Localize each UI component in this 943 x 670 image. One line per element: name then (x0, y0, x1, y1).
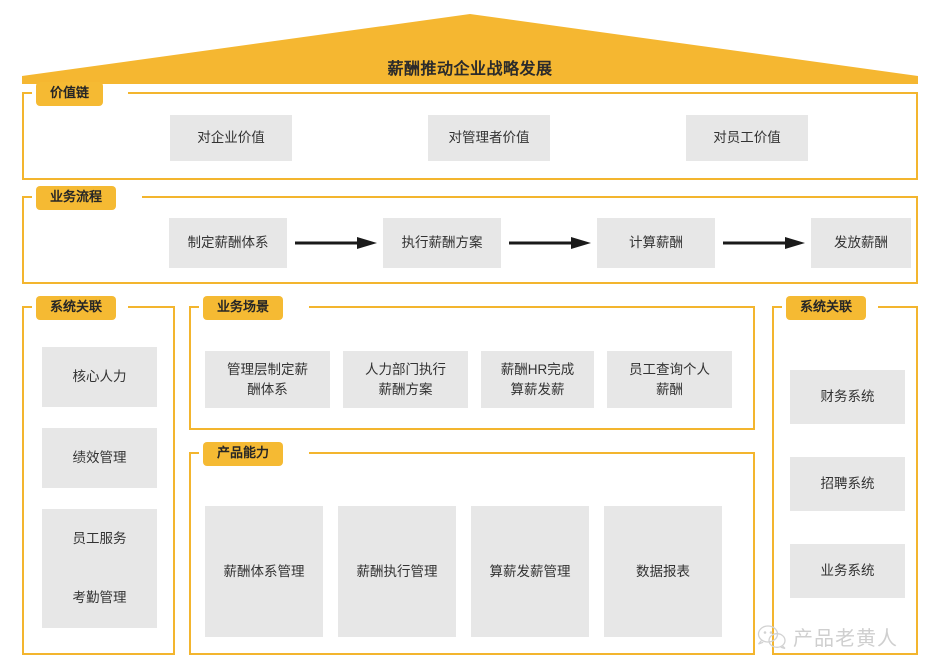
capability-item-2: 算薪发薪管理 (471, 506, 589, 637)
business-process-panel: 业务流程 制定薪酬体系 执行薪酬方案 计算薪酬 发放薪酬 (22, 186, 918, 284)
left-system-association-tab: 系统关联 (36, 296, 117, 320)
left-system-item-0: 核心人力 (42, 347, 157, 407)
watermark-text: 产品老黄人 (793, 628, 898, 650)
process-step-2: 计算薪酬 (597, 218, 715, 268)
left-system-item-3: 考勤管理 (42, 568, 157, 628)
product-capability-panel: 产品能力 薪酬体系管理 薪酬执行管理 算薪发薪管理 数据报表 (189, 442, 755, 655)
scenario-item-3: 员工查询个人 薪酬 (607, 351, 732, 408)
business-scenario-tab: 业务场景 (203, 296, 284, 320)
scenario-item-0: 管理层制定薪 酬体系 (205, 351, 330, 408)
process-arrow-0 (295, 237, 377, 249)
right-system-item-1: 招聘系统 (790, 457, 905, 511)
business-process-tab: 业务流程 (36, 186, 117, 210)
process-step-1: 执行薪酬方案 (383, 218, 501, 268)
business-scenario-panel: 业务场景 管理层制定薪 酬体系 人力部门执行 薪酬方案 薪酬HR完成 算薪发薪 … (189, 296, 755, 430)
right-system-association-tab: 系统关联 (786, 296, 867, 320)
capability-item-3: 数据报表 (604, 506, 722, 637)
product-capability-tab: 产品能力 (203, 442, 284, 466)
title-roof-banner: 薪酬推动企业战略发展 (22, 14, 918, 84)
scenario-item-2: 薪酬HR完成 算薪发薪 (481, 351, 594, 408)
process-step-3: 发放薪酬 (811, 218, 911, 268)
process-arrow-1 (509, 237, 591, 249)
value-chain-item-0: 对企业价值 (170, 115, 292, 161)
scenario-item-1: 人力部门执行 薪酬方案 (343, 351, 468, 408)
value-chain-panel: 价值链 对企业价值 对管理者价值 对员工价值 (22, 82, 918, 180)
process-arrow-2 (723, 237, 805, 249)
left-system-item-2: 员工服务 (42, 509, 157, 569)
wechat-icon (757, 624, 787, 650)
page-title: 薪酬推动企业战略发展 (387, 61, 553, 78)
value-chain-tab: 价值链 (36, 82, 104, 106)
left-system-association-panel: 系统关联 核心人力 绩效管理 员工服务 考勤管理 (22, 296, 175, 655)
watermark: 产品老黄人 (757, 622, 898, 651)
value-chain-item-1: 对管理者价值 (428, 115, 550, 161)
capability-item-1: 薪酬执行管理 (338, 506, 456, 637)
capability-item-0: 薪酬体系管理 (205, 506, 323, 637)
value-chain-item-2: 对员工价值 (686, 115, 808, 161)
right-system-item-0: 财务系统 (790, 370, 905, 424)
process-step-0: 制定薪酬体系 (169, 218, 287, 268)
right-system-item-2: 业务系统 (790, 544, 905, 598)
left-system-item-1: 绩效管理 (42, 428, 157, 488)
right-system-association-panel: 系统关联 财务系统 招聘系统 业务系统 (772, 296, 918, 655)
